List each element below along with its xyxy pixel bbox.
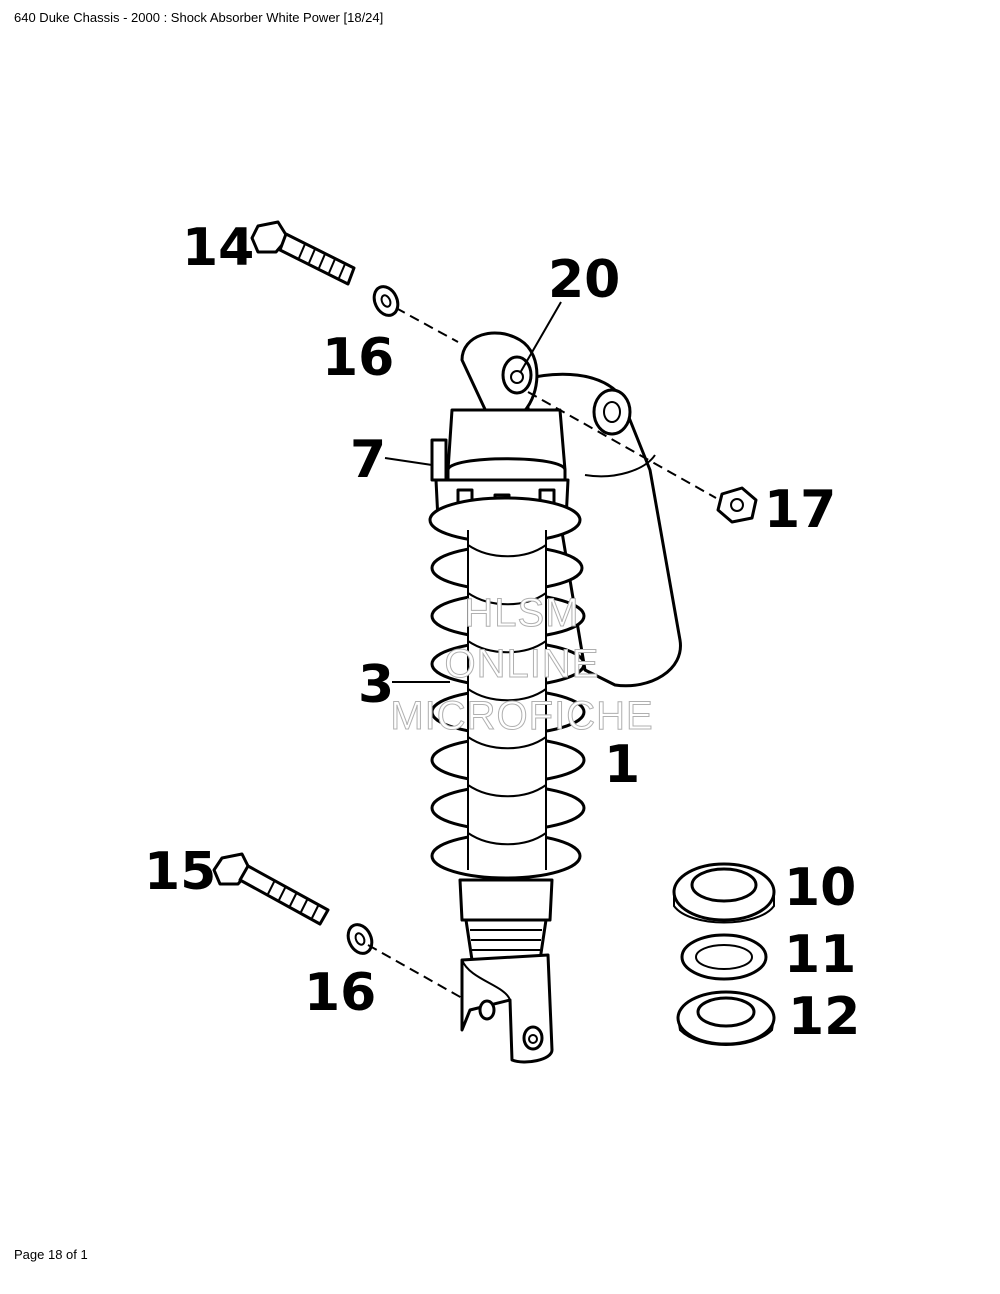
- callout-12: 12: [788, 987, 860, 1047]
- callout-7: 7: [350, 430, 386, 490]
- watermark: HLSM ONLINE MICROFICHE: [390, 591, 653, 739]
- callout-16-top: 16: [322, 328, 394, 388]
- ring-10: [672, 862, 776, 924]
- bottom-clevis: [460, 953, 554, 1064]
- callout-17: 17: [764, 480, 836, 540]
- cup-12: [676, 990, 776, 1046]
- lower-body: [458, 878, 554, 962]
- leader-lines: [384, 301, 562, 683]
- watermark-line-1: HLSM: [464, 591, 579, 635]
- bolt-14: [250, 220, 356, 286]
- watermark-line-3: MICROFICHE: [390, 694, 653, 738]
- callout-15: 15: [144, 842, 216, 902]
- spring: [428, 496, 586, 880]
- callout-3: 3: [358, 655, 394, 715]
- page-header-title: 640 Duke Chassis - 2000 : Shock Absorber…: [14, 10, 384, 25]
- bolt-15: [212, 852, 330, 926]
- callout-11: 11: [784, 925, 856, 985]
- callout-16-bottom: 16: [304, 963, 376, 1023]
- top-mount-eye: [460, 331, 539, 422]
- washer-16-bottom: [346, 923, 374, 955]
- watermark-line-2: ONLINE: [445, 642, 600, 686]
- nut-17: [716, 486, 758, 524]
- washer-16-top: [372, 285, 400, 317]
- page-footer: Page 18 of 1: [14, 1247, 88, 1262]
- callout-10: 10: [784, 858, 856, 918]
- assembly-lines: [367, 307, 717, 999]
- callout-1: 1: [604, 735, 640, 795]
- callout-14: 14: [182, 218, 254, 278]
- callout-20: 20: [548, 250, 620, 310]
- clip-11: [680, 933, 768, 981]
- callouts: 14 16 20 7 17 3 1 15 16 10 11 12: [144, 218, 860, 1047]
